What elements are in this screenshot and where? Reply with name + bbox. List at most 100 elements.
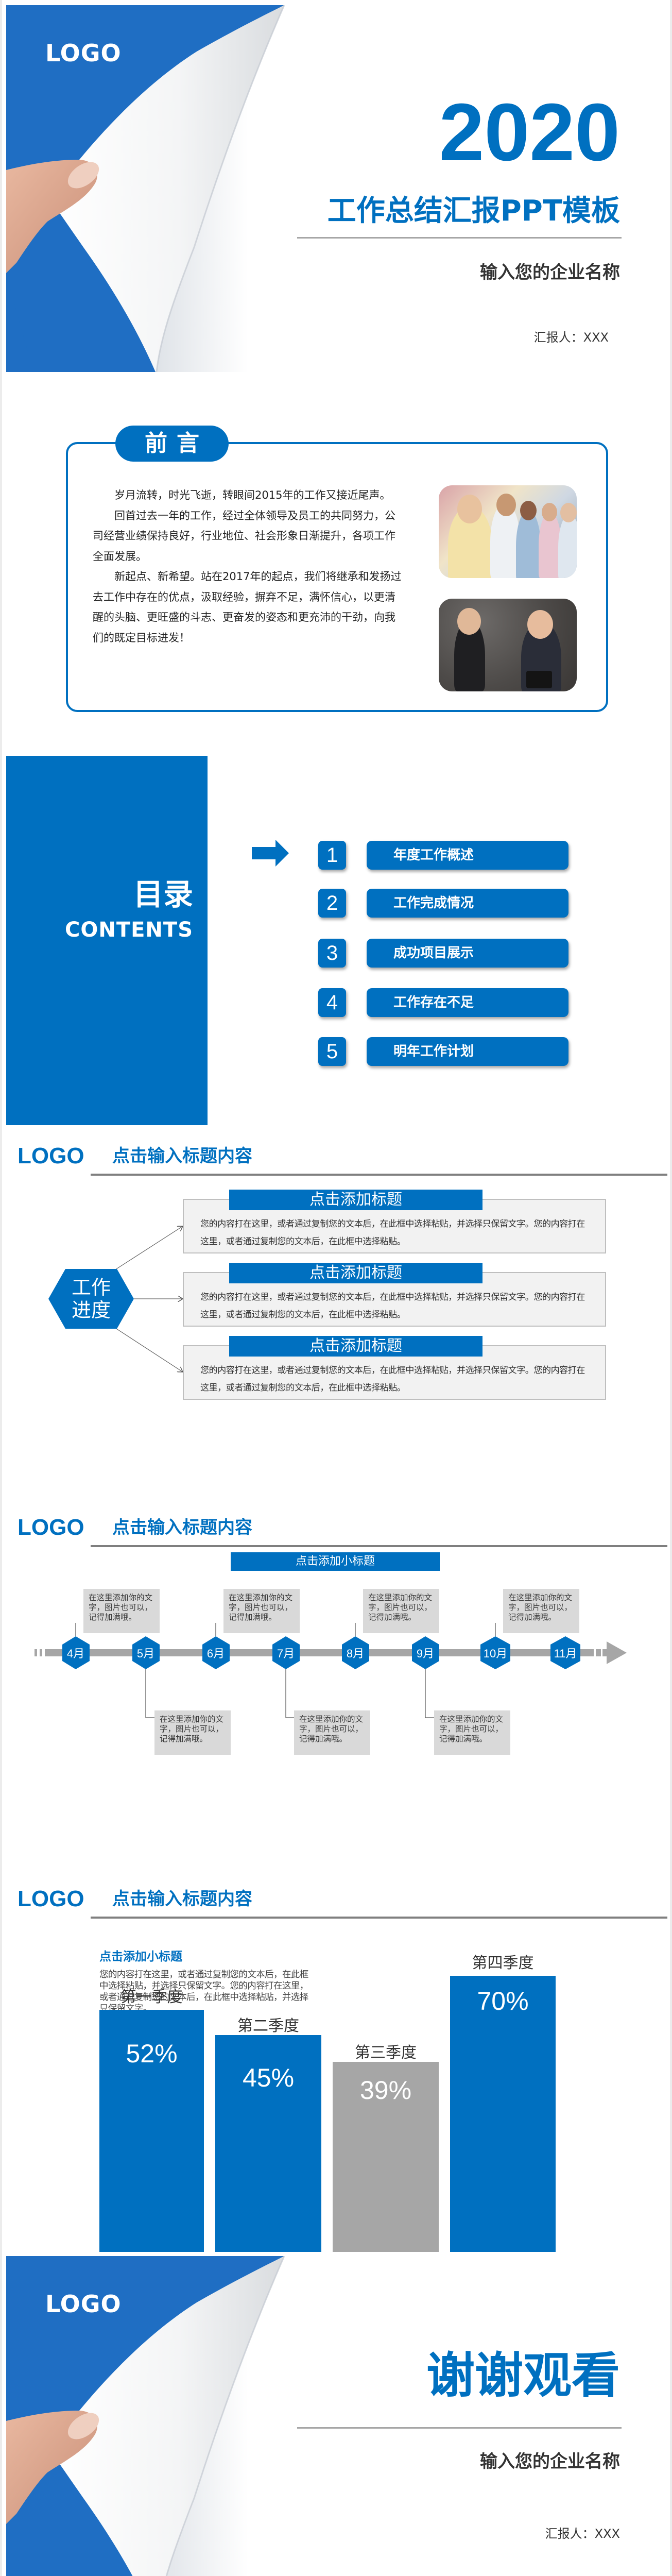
contents-item-label: 年度工作概述 [367, 841, 568, 870]
thanks-title: 谢谢观看 [426, 2348, 620, 2404]
progress-card-body: 您的内容打在这里，或者通过复制您的文本后，在此框中选择粘贴，并选择只保留文字。您… [200, 1292, 585, 1320]
arrow-right-icon [252, 840, 289, 867]
timeline-node[interactable]: 4月 [60, 1637, 92, 1670]
bar-category-label: 第三季度 [355, 2044, 417, 2062]
timeline-node[interactable]: 9月 [409, 1637, 441, 1670]
bar-value: 52% [126, 2039, 178, 2068]
bar-value: 45% [242, 2063, 295, 2092]
contents-item[interactable]: 1 年度工作概述 [318, 841, 568, 870]
header-divider [91, 1174, 667, 1176]
header-logo: LOGO [18, 1886, 84, 1911]
progress-card-title[interactable]: 点击添加标题 [229, 1190, 483, 1210]
preface-tag: 前言 [115, 426, 229, 462]
header-logo: LOGO [18, 1143, 84, 1168]
progress-card-title[interactable]: 点击添加标题 [229, 1263, 483, 1283]
timeline-node[interactable]: 5月 [130, 1637, 162, 1670]
month-label: 11月 [554, 1647, 577, 1660]
month-label: 6月 [206, 1647, 225, 1660]
cover-title: 工作总结汇报PPT模板 [327, 194, 620, 228]
bar-q1: 52% [99, 2010, 204, 2252]
month-label: 5月 [136, 1647, 155, 1660]
company-name: 输入您的企业名称 [480, 2451, 620, 2472]
company-name: 输入您的企业名称 [480, 262, 620, 283]
bar-q4: 70% [450, 1976, 556, 2252]
work-progress-hexagon: 工作 进度 [48, 1269, 134, 1329]
progress-card-body: 您的内容打在这里，或者通过复制您的文本后，在此框中选择粘贴，并选择只保留文字。您… [200, 1219, 585, 1247]
contents-item-label: 工作完成情况 [367, 889, 568, 918]
progress-card: 点击添加标题 您的内容打在这里，或者通过复制您的文本后，在此框中选择粘贴，并选择… [183, 1190, 606, 1253]
month-label: 9月 [416, 1647, 435, 1660]
chart-subtitle: 点击添加小标题 [99, 1950, 182, 1963]
preface-paragraph: 回首过去一年的工作，经过全体领导及员工的共同努力，公司经营业绩保持良好，行业地位… [93, 509, 395, 563]
timeline-card: 在这里添加你的文字，图片也可以，记得加满哦。 [363, 1589, 439, 1633]
contents-item-number: 5 [318, 1037, 346, 1066]
logo: LOGO [45, 2290, 122, 2318]
progress-card-title[interactable]: 点击添加标题 [229, 1336, 483, 1357]
progress-card: 点击添加标题 您的内容打在这里，或者通过复制您的文本后，在此框中选择粘贴，并选择… [183, 1336, 606, 1400]
timeline-node[interactable]: 6月 [200, 1637, 232, 1670]
contents-item-label: 成功项目展示 [367, 939, 568, 968]
contents-item-number: 3 [318, 939, 346, 968]
contents-panel: 目录 CONTENTS [6, 756, 208, 1125]
contents-item-label: 工作存在不足 [367, 988, 568, 1017]
contents-subtitle: CONTENTS [64, 918, 193, 942]
timeline-card: 在这里添加你的文字，图片也可以，记得加满哦。 [294, 1710, 370, 1755]
progress-card-body: 您的内容打在这里，或者通过复制您的文本后，在此框中选择粘贴，并选择只保留文字。您… [200, 1365, 585, 1393]
contents-item-label: 明年工作计划 [367, 1037, 568, 1066]
header-title: 点击输入标题内容 [112, 1889, 252, 1909]
timeline-node[interactable]: 7月 [270, 1637, 302, 1670]
contents-item[interactable]: 5 明年工作计划 [318, 1037, 568, 1066]
chart-description: 您的内容打在这里，或者通过复制您的文本后，在此框中选择粘贴，并选择只保留文字。您… [99, 1970, 308, 2014]
contents-item[interactable]: 3 成功项目展示 [318, 939, 568, 968]
timeline-subtitle[interactable]: 点击添加小标题 [231, 1552, 440, 1571]
timeline-track [35, 1623, 627, 1718]
cover-slide: LOGO 2020 工作总结汇报PPT模板 输入您的企业名称 汇报人：XXX [6, 5, 665, 372]
section-header: LOGO 点击输入标题内容 [18, 1141, 667, 1177]
preface-text: 岁月流转，时光飞逝，转眼间2015年的工作又接近尾声。 回首过去一年的工作，经过… [93, 485, 402, 648]
contents-item-number: 1 [318, 841, 346, 870]
month-label: 7月 [277, 1647, 295, 1660]
contents-item[interactable]: 4 工作存在不足 [318, 988, 568, 1017]
page-curl-graphic [6, 5, 665, 372]
hexagon-shape [48, 1269, 134, 1329]
bar-category-label: 第一季度 [120, 1988, 183, 2006]
preface-paragraph: 新起点、新希望。站在2017年的起点，我们将继承和发扬过去工作中存在的优点，汲取… [93, 570, 402, 644]
hexagon-label: 进度 [71, 1299, 111, 1321]
bar-q2: 45% [215, 2035, 321, 2252]
bar-value: 39% [359, 2076, 412, 2105]
header-title: 点击输入标题内容 [112, 1146, 252, 1166]
timeline-card: 在这里添加你的文字，图片也可以，记得加满哦。 [83, 1589, 160, 1633]
hexagon-label: 工作 [71, 1276, 111, 1299]
header-divider [91, 1917, 667, 1919]
page-curl-graphic [6, 2256, 665, 2576]
contents-item-number: 2 [318, 889, 346, 918]
header-title: 点击输入标题内容 [112, 1517, 252, 1538]
handshake-photo [439, 599, 577, 691]
section-header: LOGO 点击输入标题内容 [18, 1884, 667, 1920]
contents-title: 目录 [133, 877, 193, 912]
month-label: 8月 [346, 1647, 365, 1660]
bar-value: 70% [477, 1987, 529, 2015]
contents-item[interactable]: 2 工作完成情况 [318, 889, 568, 918]
timeline-card: 在这里添加你的文字，图片也可以，记得加满哦。 [434, 1710, 510, 1755]
header-divider [91, 1545, 667, 1547]
cover-divider [297, 237, 622, 239]
timeline-node[interactable]: 8月 [339, 1637, 371, 1670]
cover-year: 2020 [439, 87, 621, 178]
section-header: LOGO 点击输入标题内容 [18, 1512, 667, 1548]
header-logo: LOGO [18, 1515, 84, 1540]
meeting-team-photo [439, 485, 577, 578]
logo: LOGO [45, 39, 122, 67]
timeline-node[interactable]: 10月 [479, 1637, 511, 1670]
cover-divider [297, 2427, 622, 2429]
progress-connectors [116, 0, 672, 1494]
preface-panel: 前言 岁月流转，时光飞逝，转眼间2015年的工作又接近尾声。 回首过去一年的工作… [66, 426, 608, 712]
bar-q3: 39% [333, 2062, 439, 2252]
reporter-label: 汇报人：XXX [533, 330, 609, 345]
timeline-node[interactable]: 11月 [549, 1637, 581, 1670]
bar-category-label: 第二季度 [237, 2017, 299, 2035]
preface-paragraph: 岁月流转，时光飞逝，转眼间2015年的工作又接近尾声。 [114, 489, 391, 501]
timeline-card: 在这里添加你的文字，图片也可以，记得加满哦。 [223, 1589, 300, 1633]
timeline-card: 在这里添加你的文字，图片也可以，记得加满哦。 [503, 1589, 579, 1633]
month-label: 10月 [483, 1647, 508, 1660]
